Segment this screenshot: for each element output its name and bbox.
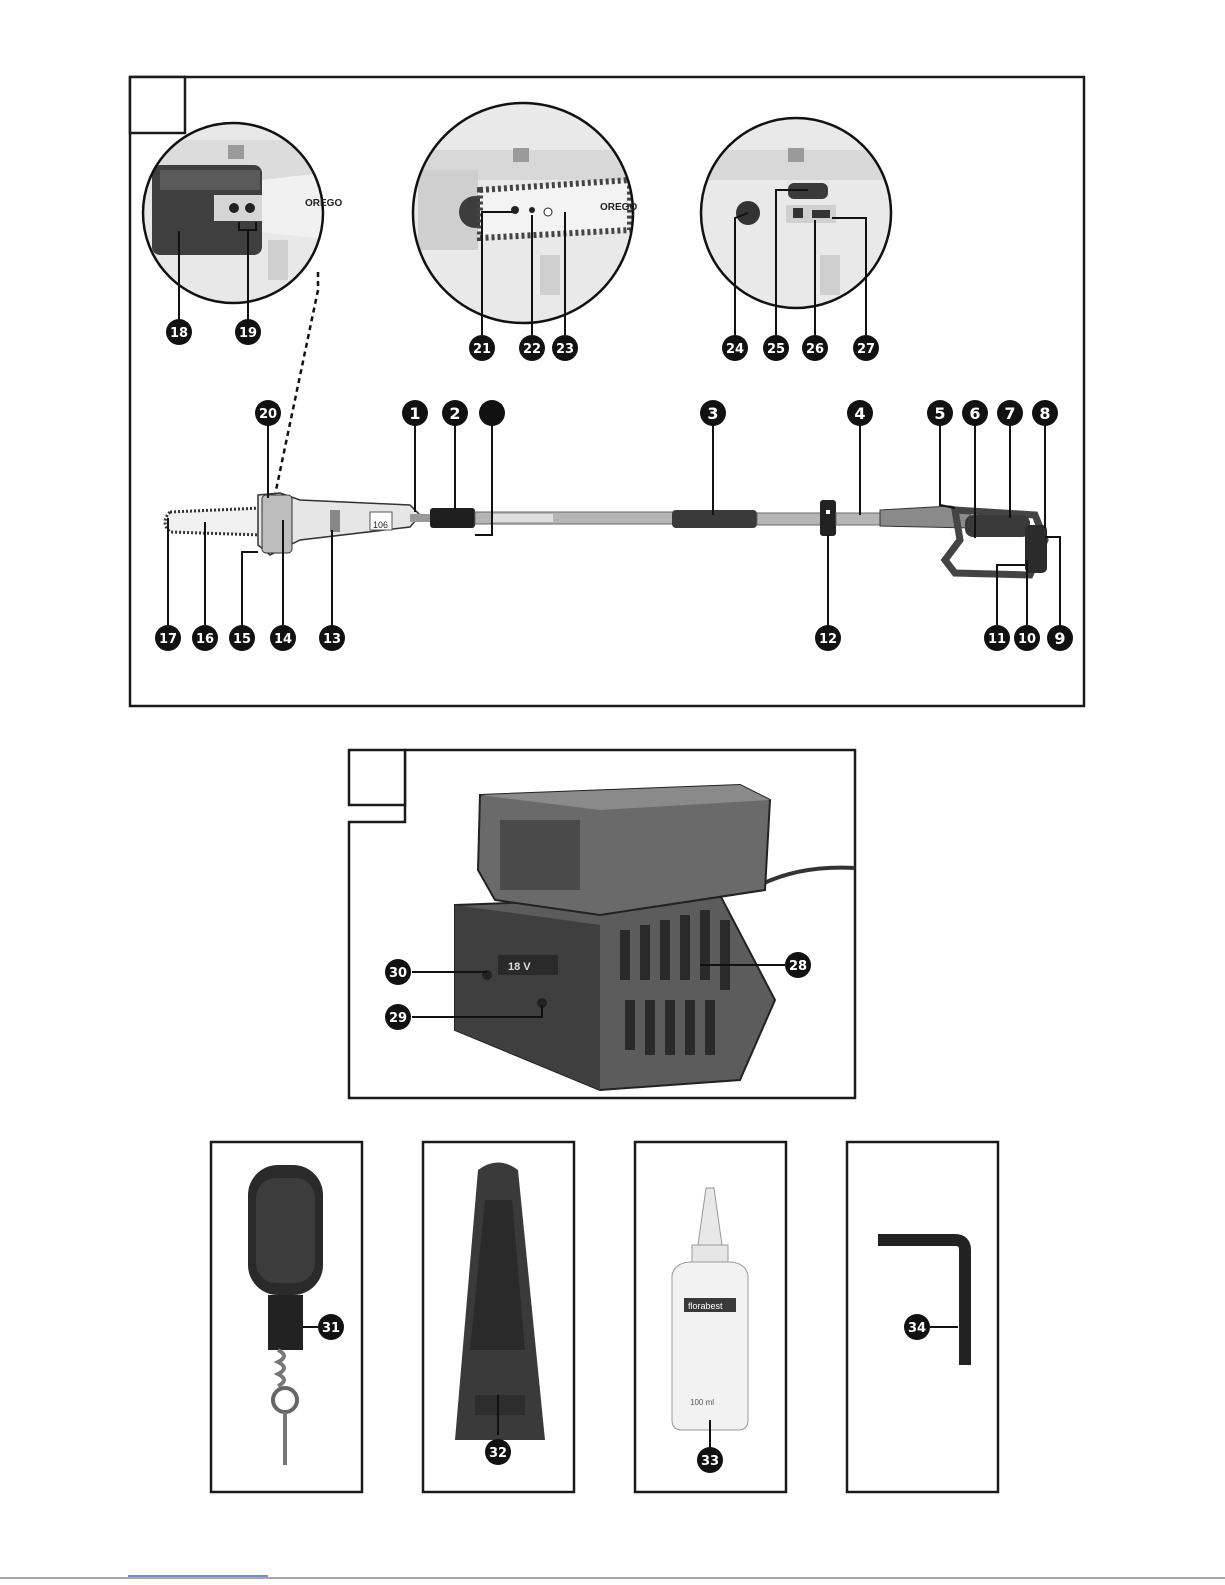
pole-saw: 106 [165,493,1047,575]
callout-20: 20 [255,400,281,426]
callout-30: 30 [385,959,411,985]
callout-31: 31 [318,1314,344,1340]
callout-12: 12 [815,625,841,651]
callout-8: 8 [1032,400,1058,426]
svg-text:32: 32 [489,1446,507,1461]
svg-text:17: 17 [159,632,177,647]
svg-text:1: 1 [409,404,420,423]
svg-text:11: 11 [988,632,1006,647]
svg-text:15: 15 [233,632,251,647]
callout-19: 19 [235,319,261,345]
svg-text:2: 2 [449,404,460,423]
svg-text:7: 7 [1004,404,1015,423]
svg-text:16: 16 [196,632,214,647]
callout-32: 32 [485,1439,511,1465]
svg-text:5: 5 [934,404,945,423]
callout-18: 18 [166,319,192,345]
frame-pole-saw: OREGO OREGO [130,77,1084,706]
callout-2: 2 [442,400,468,426]
svg-text:10: 10 [1018,632,1036,647]
svg-text:9: 9 [1054,629,1065,648]
callout-25: 25 [763,335,789,361]
svg-text:4: 4 [854,404,865,423]
callout-1: 1 [402,400,428,426]
callout-6: 6 [962,400,988,426]
callout-9: 9 [1047,625,1073,651]
svg-text:3: 3 [707,404,718,423]
svg-text:33: 33 [701,1454,719,1469]
callout-23: 23 [552,335,578,361]
callout-blank [479,400,505,426]
frame-chain-guard: 32 [423,1142,574,1492]
oil-brand-label: florabest [688,1301,723,1311]
callout-21: 21 [469,335,495,361]
callout-34: 34 [904,1314,930,1340]
detail-circle-chain-cover: OREGO [140,123,342,303]
callout-33: 33 [697,1447,723,1473]
svg-text:27: 27 [857,342,875,357]
callout-10: 10 [1014,625,1040,651]
svg-text:8: 8 [1039,404,1050,423]
detail-circle-guide-bar: OREGO [410,103,640,323]
svg-text:21: 21 [473,342,491,357]
svg-text:13: 13 [323,632,341,647]
svg-text:28: 28 [789,959,807,974]
svg-text:26: 26 [806,342,824,357]
detail-circle-chain-tension [700,118,900,308]
svg-text:19: 19 [239,326,257,341]
frame-charger: 18 V 28 29 30 [349,750,855,1098]
callout-29: 29 [385,1004,411,1030]
blade-brand-label: OREGO [305,198,342,209]
svg-text:25: 25 [767,342,785,357]
callout-28: 28 [785,952,811,978]
svg-text:14: 14 [274,632,292,647]
callout-27: 27 [853,335,879,361]
callout-15: 15 [229,625,255,651]
svg-text:24: 24 [726,342,744,357]
callout-7: 7 [997,400,1023,426]
svg-text:31: 31 [322,1321,340,1336]
svg-text:29: 29 [389,1011,407,1026]
tool-length-label: 106 [373,520,388,530]
callout-26: 26 [802,335,828,361]
callout-22: 22 [519,335,545,361]
svg-text:22: 22 [523,342,541,357]
callout-3: 3 [700,400,726,426]
callouts-pole-saw: 1 2 3 4 5 6 7 8 9 10 11 12 13 14 15 16 1… [155,319,1073,651]
callout-4: 4 [847,400,873,426]
svg-text:12: 12 [819,632,837,647]
oil-volume-label: 100 ml [690,1398,714,1407]
callout-16: 16 [192,625,218,651]
callout-17: 17 [155,625,181,651]
svg-text:30: 30 [389,966,407,981]
svg-text:34: 34 [908,1321,926,1336]
callout-5: 5 [927,400,953,426]
charger-voltage-label: 18 V [508,961,531,973]
blade-brand-label-2: OREGO [600,202,637,213]
frame-oil-bottle: florabest 100 ml 33 [635,1142,786,1492]
callout-11: 11 [984,625,1010,651]
svg-text:18: 18 [170,326,188,341]
svg-text:20: 20 [259,407,277,422]
svg-text:23: 23 [556,342,574,357]
callout-13: 13 [319,625,345,651]
callout-24: 24 [722,335,748,361]
svg-text:6: 6 [969,404,980,423]
callout-14: 14 [270,625,296,651]
frame-hex-key: 34 [847,1142,998,1492]
frame-strap: 31 [211,1142,362,1492]
